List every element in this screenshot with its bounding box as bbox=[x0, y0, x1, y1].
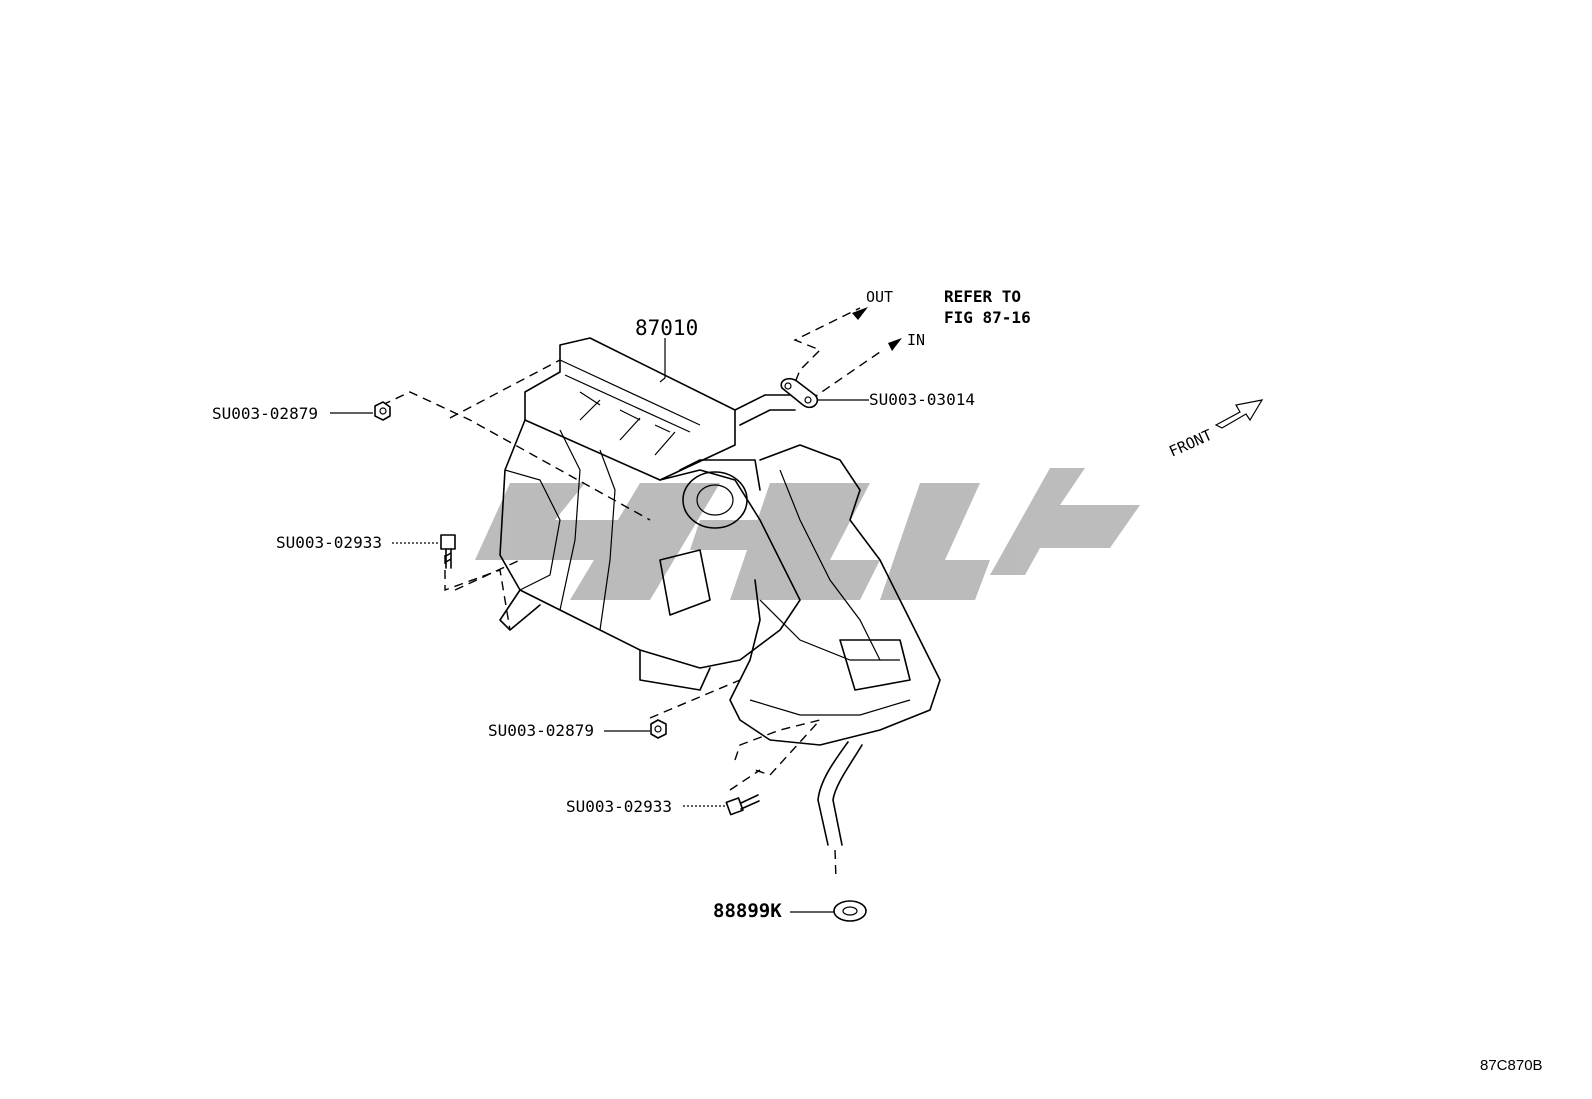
nut-icon bbox=[374, 401, 391, 421]
grommet-icon bbox=[833, 900, 867, 922]
in-arrow-icon bbox=[888, 338, 902, 351]
drain-hose bbox=[817, 741, 863, 846]
bolt-icon bbox=[725, 794, 760, 816]
out-arrow-icon bbox=[852, 307, 868, 320]
nut-icon bbox=[650, 719, 667, 739]
part-label-nut-lower[interactable]: SU003-02879 bbox=[488, 721, 594, 740]
part-label-drain-grommet[interactable]: 88899K bbox=[713, 900, 782, 922]
front-label: FRONT bbox=[1166, 426, 1215, 461]
dashed-leader-lines bbox=[381, 307, 881, 791]
part-label-pipe-clamp[interactable]: SU003-03014 bbox=[869, 390, 975, 409]
refer-line1: REFER TO bbox=[944, 287, 1021, 306]
part-label-nut-upper[interactable]: SU003-02879 bbox=[212, 404, 318, 423]
front-arrow-icon bbox=[1214, 399, 1264, 429]
flow-out-label: OUT bbox=[866, 288, 893, 306]
diagram-code: 87C870B bbox=[1480, 1057, 1543, 1074]
heater-unit-assembly bbox=[499, 337, 941, 746]
watermark-logo bbox=[475, 468, 1140, 600]
main-part-label[interactable]: 87010 bbox=[635, 316, 698, 340]
flow-in-label: IN bbox=[907, 331, 925, 349]
bolt-icon bbox=[440, 534, 456, 569]
pipe-clamp-icon bbox=[780, 377, 819, 409]
part-label-bolt-lower[interactable]: SU003-02933 bbox=[566, 797, 672, 816]
refer-line2: FIG 87-16 bbox=[944, 308, 1031, 327]
part-label-bolt-upper[interactable]: SU003-02933 bbox=[276, 533, 382, 552]
